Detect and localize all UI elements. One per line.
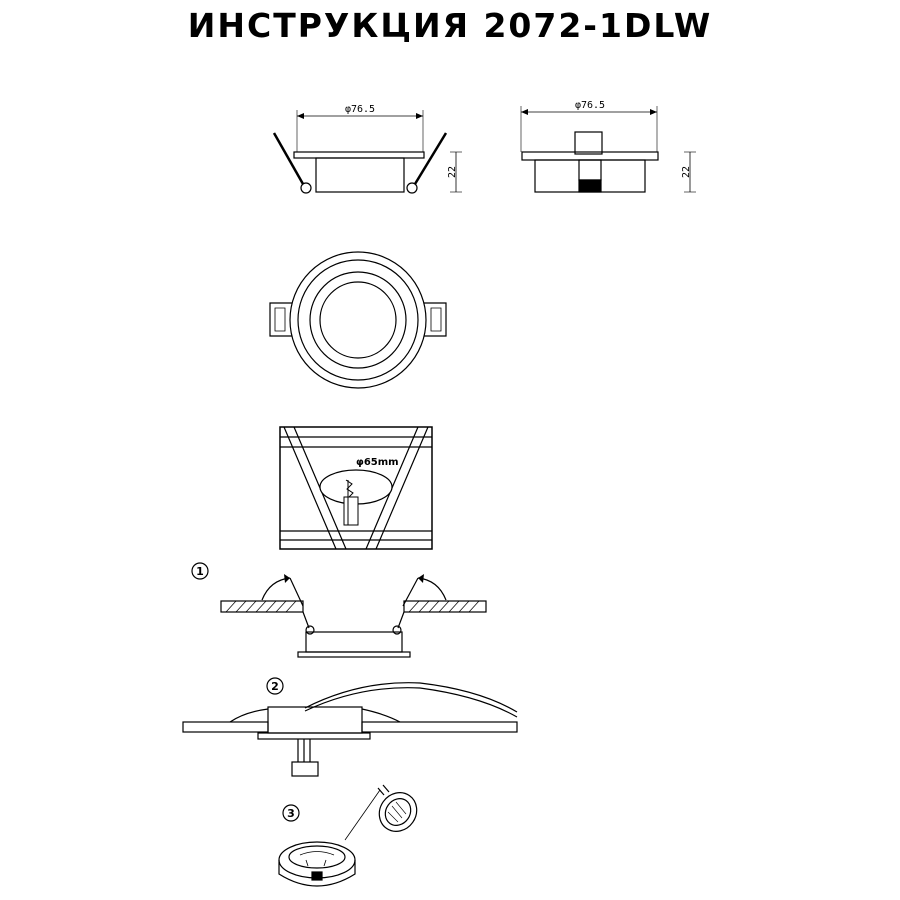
height-label-left: 22 [447,166,458,178]
top-view [269,251,447,389]
height-label-right: 22 [681,166,692,178]
side-view-left: φ76.5 22 [272,104,462,194]
side-view-right: φ76.5 22 [520,100,696,193]
step-1-number: 1 [196,565,204,578]
cutout-diameter-label: φ65mm [356,457,399,468]
diameter-label-left: φ76.5 [345,104,375,115]
ceiling-cutout-panel: φ65mm [279,426,433,550]
step-3-number: 3 [287,807,295,820]
step-3-diagram: 3 [278,784,418,887]
step-2-number: 2 [271,680,279,693]
step-1-diagram: 1 [191,562,487,658]
step-2-diagram: 2 [182,677,518,777]
diameter-label-right: φ76.5 [575,100,605,111]
page-title: ИНСТРУКЦИЯ 2072-1DLW [187,6,713,45]
